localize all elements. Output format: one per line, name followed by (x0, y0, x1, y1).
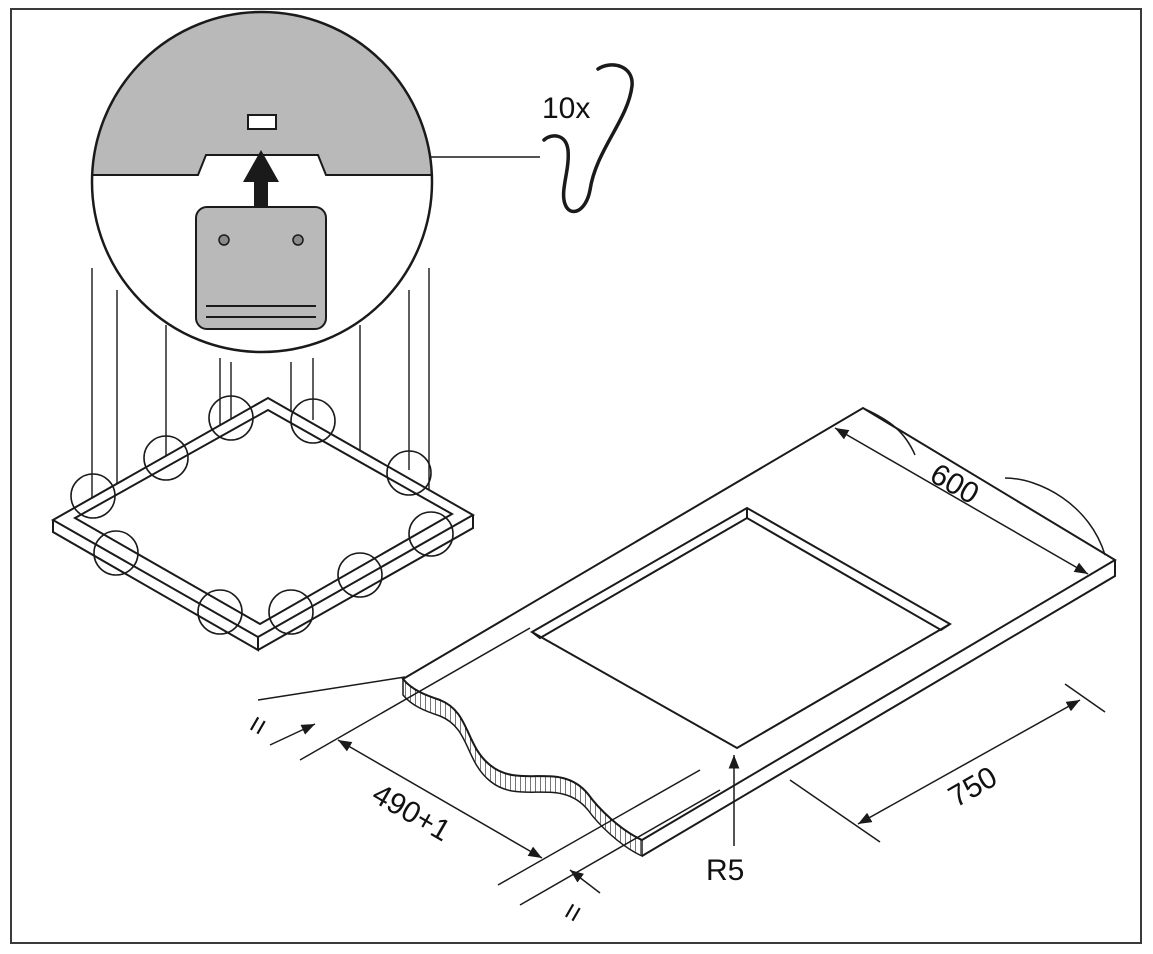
radius-label: R5 (706, 854, 744, 887)
quantity-label: 10x (542, 92, 590, 125)
equal-mark-right: = (554, 897, 591, 929)
clip-position (93, 530, 139, 576)
hob-frame (50, 268, 476, 652)
clip-position (268, 589, 314, 635)
magnifier-detail (90, 10, 540, 354)
clip-screw-right (292, 234, 304, 246)
clip-screw-left (218, 234, 230, 246)
spring-clip-icon (542, 63, 634, 214)
clip-positions (70, 395, 454, 635)
worktop (401, 406, 1117, 858)
clip-position (290, 398, 336, 444)
clip-position (408, 511, 454, 557)
clip-position (197, 589, 243, 635)
cutout-dimension-label: 490+1 (367, 777, 456, 848)
mounting-slot (247, 114, 277, 130)
clip-position (70, 473, 116, 519)
mounting-clip-plate (195, 206, 327, 330)
width-dimension-label: 750 (943, 760, 1003, 814)
clip-position (208, 395, 254, 441)
dimensions (257, 407, 1106, 906)
diagram-frame (10, 8, 1142, 944)
insert-arrow-icon (243, 150, 279, 212)
equal-mark-left: = (239, 710, 276, 742)
magnifier-circle (90, 10, 434, 354)
clip-position (337, 552, 383, 598)
clip-position (386, 450, 432, 496)
clip-position (143, 435, 189, 481)
